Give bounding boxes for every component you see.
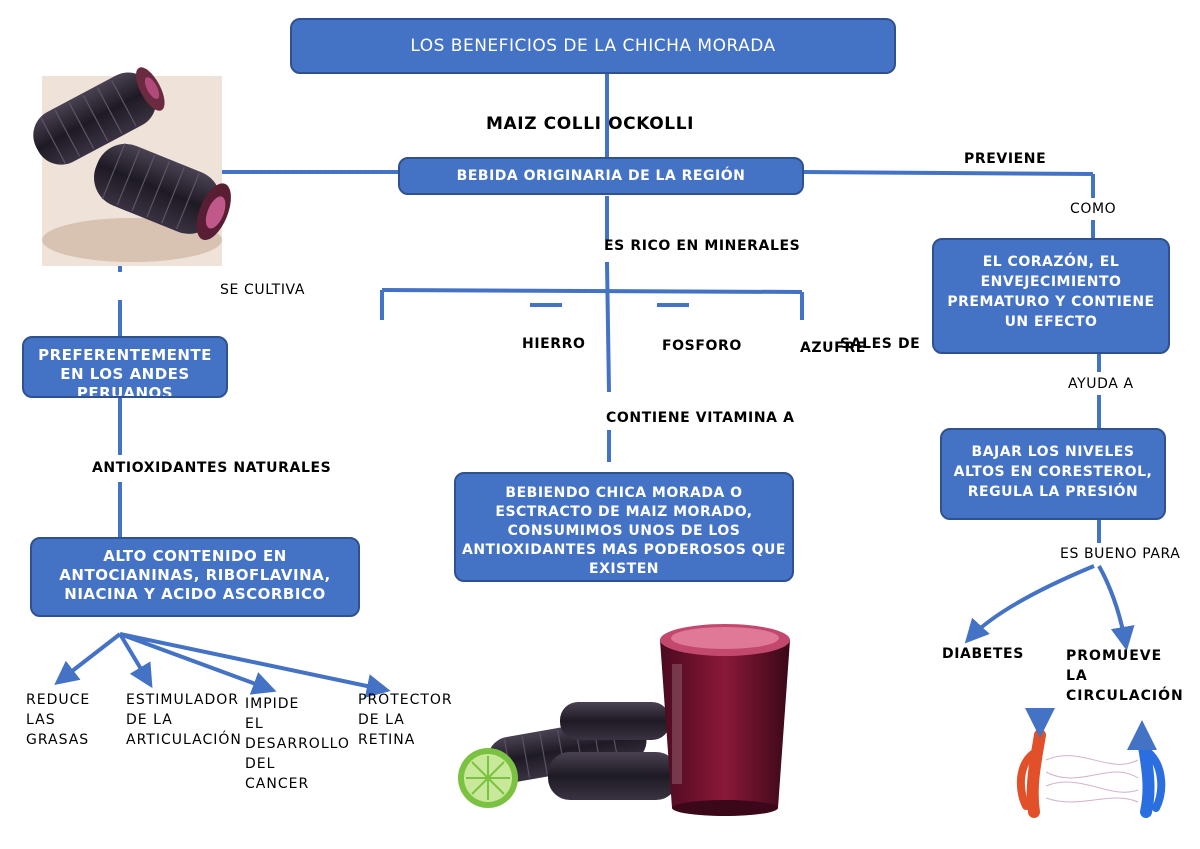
se-cultiva-label: SE CULTIVA (220, 282, 306, 298)
bajar-text: BAJAR LOS NIVELES ALTOS EN CORESTEROL, R… (953, 444, 1153, 500)
estimulador-text: ESTIMULADOR DE LA ARTICULACIÓN (126, 692, 242, 748)
chicha-glass-image (458, 624, 790, 816)
reduce-grasas-text: REDUCE LAS GRASAS (26, 692, 91, 748)
promueve-label: PROMUEVE LA CIRCULACIÓN (1066, 648, 1184, 704)
bebiendo-text: BEBIENDO CHICA MORADA O ESCTRACTO DE MAI… (462, 485, 786, 577)
es-bueno-label: ES BUENO PARA (1060, 546, 1181, 562)
bebiendo-box: BEBIENDO CHICA MORADA O ESCTRACTO DE MAI… (454, 472, 794, 582)
es-rico-label: ES RICO EN MINERALES (604, 238, 801, 254)
azufre-label: AZUFRE (800, 340, 866, 356)
purple-corn-image (33, 67, 231, 266)
diabetes-label: DIABETES (942, 646, 1024, 662)
corazon-text: EL CORAZÓN, EL ENVEJECIMIENTO PREMATURO … (947, 254, 1155, 330)
maiz-label: MAIZ COLLI OCKOLLI (486, 114, 695, 134)
corazon-box: EL CORAZÓN, EL ENVEJECIMIENTO PREMATURO … (932, 238, 1170, 354)
andes-text: PREFERENTEMENTE EN LOS ANDES PERUANOS (38, 346, 212, 398)
arrow-lines (54, 564, 1135, 698)
andes-box: PREFERENTEMENTE EN LOS ANDES PERUANOS (22, 336, 228, 398)
como-label: COMO (1070, 201, 1117, 217)
bebida-text: BEBIDA ORIGINARIA DE LA REGIÓN (456, 167, 746, 184)
fosforo-label: FOSFORO (662, 338, 742, 354)
protector-retina-text: PROTECTOR DE LA RETINA (358, 692, 453, 748)
contiene-vitamina-label: CONTIENE VITAMINA A (606, 410, 795, 426)
previene-label: PREVIENE (964, 151, 1047, 167)
impide-cancer-text: IMPIDE EL DESARROLLO DEL CANCER (245, 696, 350, 792)
bajar-box: BAJAR LOS NIVELES ALTOS EN CORESTEROL, R… (940, 428, 1166, 520)
title-box: LOS BENEFICIOS DE LA CHICHA MORADA (290, 18, 896, 74)
bebida-box: BEBIDA ORIGINARIA DE LA REGIÓN (398, 157, 804, 195)
alto-text: ALTO CONTENIDO EN ANTOCIANINAS, RIBOFLAV… (59, 547, 331, 603)
circulation-icon (1016, 708, 1166, 818)
alto-box: ALTO CONTENIDO EN ANTOCIANINAS, RIBOFLAV… (30, 537, 360, 617)
sales-label: SALES DE (840, 336, 921, 352)
title-text: LOS BENEFICIOS DE LA CHICHA MORADA (410, 35, 776, 56)
hierro-label: HIERRO (522, 336, 586, 352)
antioxidantes-label: ANTIOXIDANTES NATURALES (92, 460, 332, 476)
ayuda-label: AYUDA A (1068, 376, 1134, 392)
